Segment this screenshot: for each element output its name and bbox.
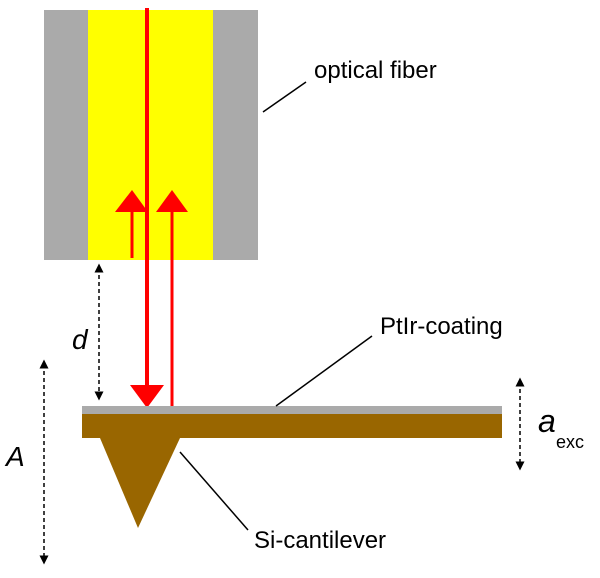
ptir-coating-leader xyxy=(275,335,373,407)
cantilever-tip xyxy=(100,438,180,528)
cantilever-beam xyxy=(82,414,502,438)
si-cantilever-label: Si-cantilever xyxy=(254,527,386,554)
excitation-label: a xyxy=(538,403,556,439)
distance-label: d xyxy=(72,324,89,355)
si-cantilever-leader xyxy=(179,451,249,531)
incident-beam-arrowhead xyxy=(130,385,164,408)
fiber-core xyxy=(88,10,213,260)
optical-fiber-label: optical fiber xyxy=(314,57,437,84)
amplitude-indicator: A xyxy=(4,359,49,565)
amplitude-label: A xyxy=(4,441,25,472)
ptir-coating-layer xyxy=(82,406,502,414)
callouts: optical fiber PtIr-coating Si-cantilever xyxy=(179,57,503,554)
excitation-subscript: exc xyxy=(556,432,584,452)
reflected-beam-coating-arrowhead xyxy=(156,190,188,212)
excitation-indicator: a exc xyxy=(515,377,584,471)
reflected-beam-fiber-end-arrowhead xyxy=(115,190,148,212)
distance-indicator: d xyxy=(72,263,104,401)
optical-fiber xyxy=(44,10,258,260)
cantilever xyxy=(82,406,502,528)
laser-beams xyxy=(115,8,188,408)
ptir-coating-label: PtIr-coating xyxy=(380,313,503,340)
optical-fiber-leader xyxy=(262,81,307,113)
